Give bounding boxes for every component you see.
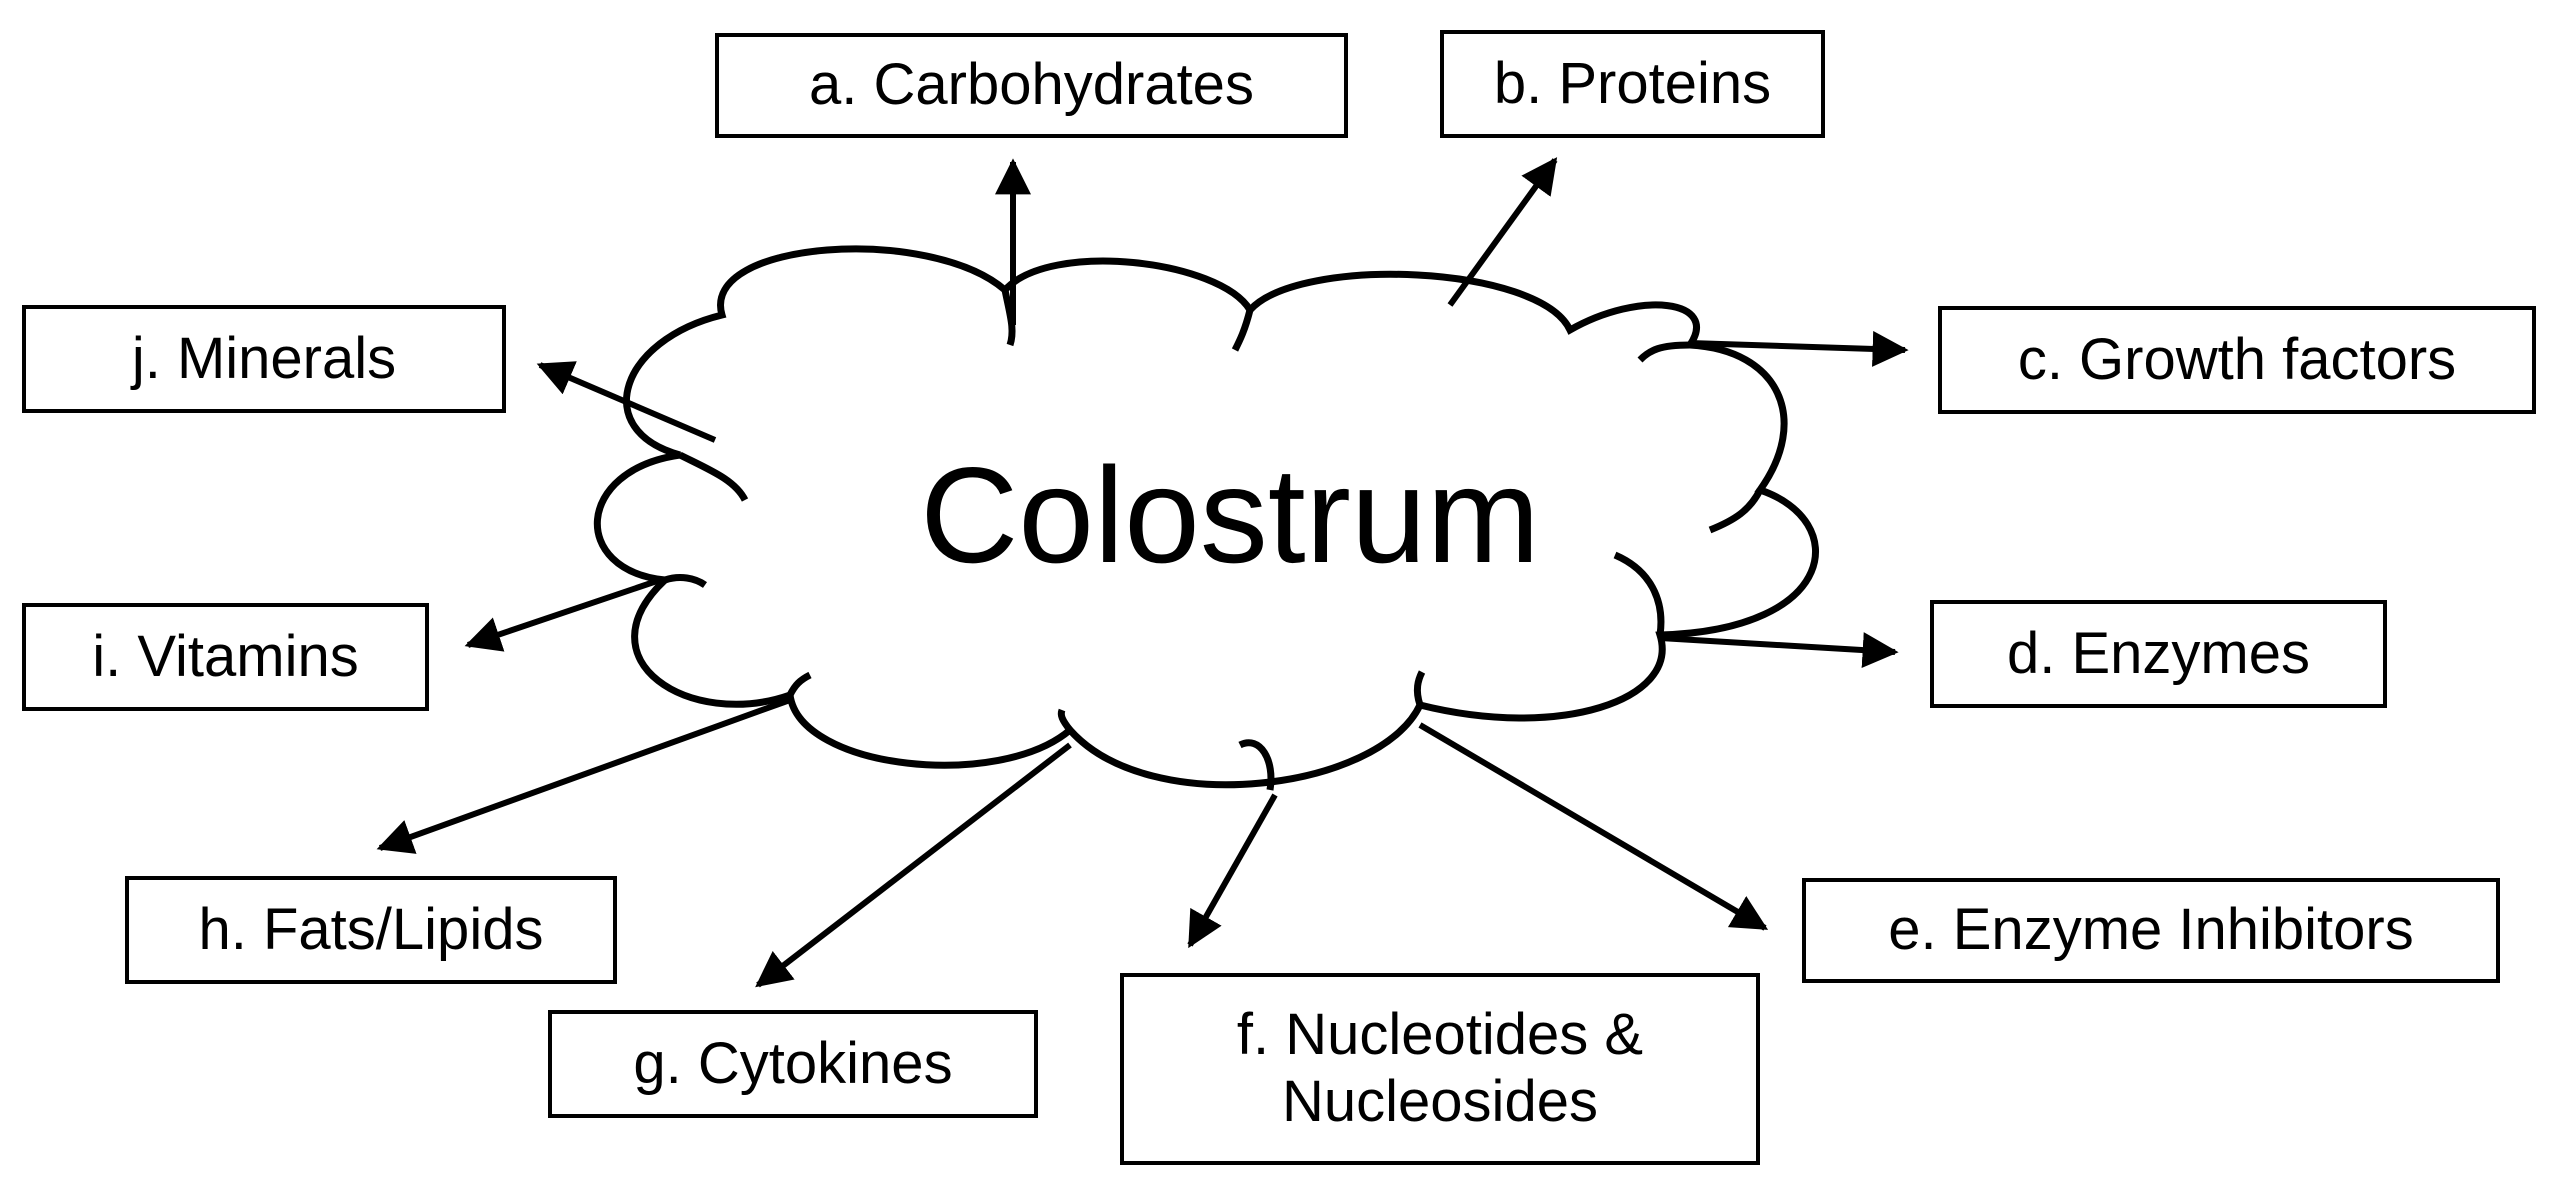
box-cytokines: g. Cytokines bbox=[548, 1010, 1038, 1118]
arrow-to-vitamins bbox=[464, 577, 661, 652]
box-enzymes: d. Enzymes bbox=[1930, 600, 2387, 708]
arrow-to-enzymes bbox=[1659, 632, 1899, 669]
arrow-to-proteins bbox=[1447, 157, 1558, 307]
box-nucleotides-nucleosides: f. Nucleotides & Nucleosides bbox=[1120, 973, 1760, 1165]
cloud-arc-3 bbox=[1231, 309, 1254, 352]
cloud-shape bbox=[594, 245, 1820, 789]
label-nucleotides-line1: f. Nucleotides & bbox=[1236, 1002, 1644, 1068]
cloud-arc-8 bbox=[1238, 739, 1275, 791]
box-minerals: j. Minerals bbox=[22, 305, 506, 413]
label-cytokines: g. Cytokines bbox=[633, 1030, 953, 1096]
label-enzyme-inhibitors: e. Enzyme Inhibitors bbox=[1888, 897, 2414, 963]
arrow-to-minerals bbox=[536, 361, 717, 443]
cloud-arc-11 bbox=[663, 574, 708, 588]
label-enzymes: d. Enzymes bbox=[2007, 620, 2310, 686]
arrow-to-nucleotides bbox=[1187, 793, 1278, 949]
arrow-to-growth-factors bbox=[1689, 330, 1909, 367]
label-proteins: b. Proteins bbox=[1493, 50, 1772, 116]
label-nucleotides-line2: Nucleosides bbox=[1282, 1069, 1598, 1134]
arrow-to-fats-lipids bbox=[376, 697, 792, 854]
box-proteins: b. Proteins bbox=[1440, 30, 1825, 138]
cloud-arc-10 bbox=[786, 671, 812, 697]
box-growth-factors: c. Growth factors bbox=[1938, 306, 2536, 414]
arrow-to-cytokines bbox=[755, 742, 1072, 988]
label-carbohydrates: a. Carbohydrates bbox=[809, 52, 1254, 118]
cloud-arc-4 bbox=[1637, 341, 1691, 363]
cloud-arc-5 bbox=[1708, 488, 1764, 534]
cloud-arc-6 bbox=[1613, 551, 1665, 636]
label-growth-factors: c. Growth factors bbox=[2017, 326, 2457, 392]
label-fats-lipids: h. Fats/Lipids bbox=[198, 896, 544, 962]
center-label: Colostrum bbox=[920, 439, 1540, 591]
label-minerals: j. Minerals bbox=[131, 325, 397, 391]
arrow-to-enzyme-inhibitors bbox=[1418, 722, 1769, 931]
box-enzyme-inhibitors: e. Enzyme Inhibitors bbox=[1802, 878, 2500, 983]
box-vitamins: i. Vitamins bbox=[22, 603, 429, 711]
box-fats-lipids: h. Fats/Lipids bbox=[125, 876, 617, 984]
box-carbohydrates: a. Carbohydrates bbox=[715, 33, 1348, 138]
cloud-arc-1 bbox=[678, 451, 749, 502]
cloud-arc-7 bbox=[1413, 670, 1426, 707]
label-vitamins: i. Vitamins bbox=[92, 623, 359, 689]
cloud-arc-9 bbox=[1057, 708, 1073, 733]
